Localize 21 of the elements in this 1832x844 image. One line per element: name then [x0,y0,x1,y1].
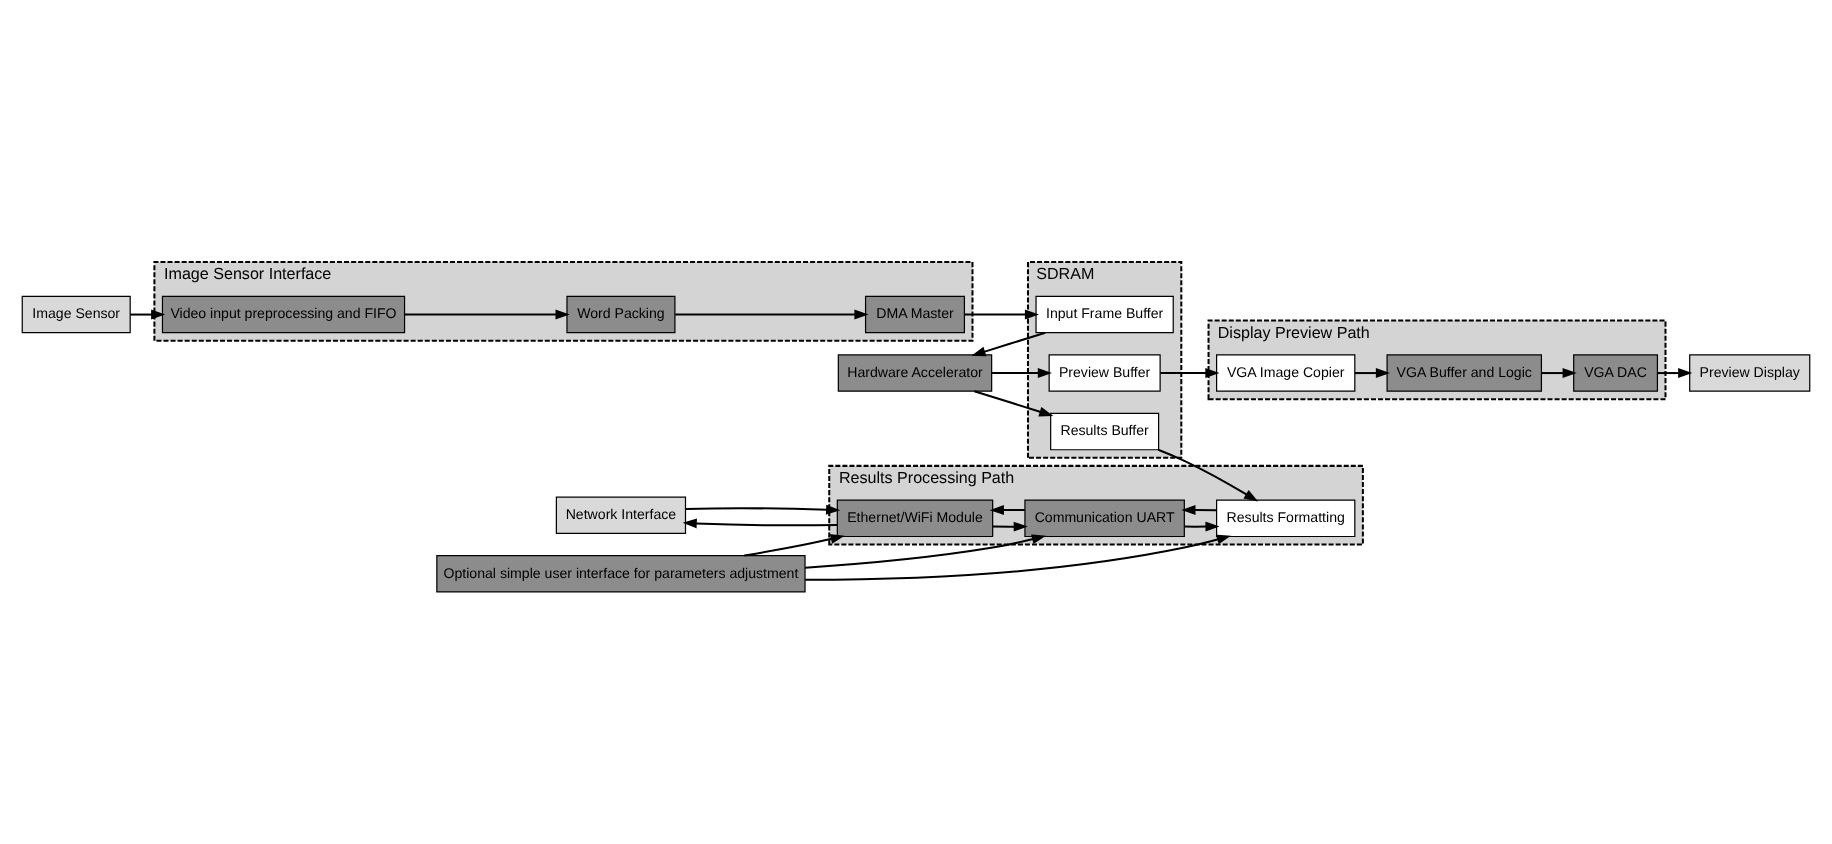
arrow [991,367,1052,378]
arrow [130,308,166,319]
arrow [1157,447,1259,501]
arrow [1541,367,1577,378]
arrow [685,503,841,514]
arrow [404,308,570,319]
arrow [1160,367,1220,378]
arrow [1354,367,1390,378]
arrow [805,533,1046,568]
arrow [1181,504,1217,514]
arrow [964,308,1040,319]
arrow [992,520,1028,531]
arrow [675,308,869,319]
arrow [744,533,845,556]
arrow [989,504,1025,514]
arrow [971,330,1046,356]
arrow [974,389,1054,416]
arrow [1184,520,1220,531]
arrow [805,533,1231,580]
arrow [1657,367,1693,378]
arrow [682,517,838,528]
